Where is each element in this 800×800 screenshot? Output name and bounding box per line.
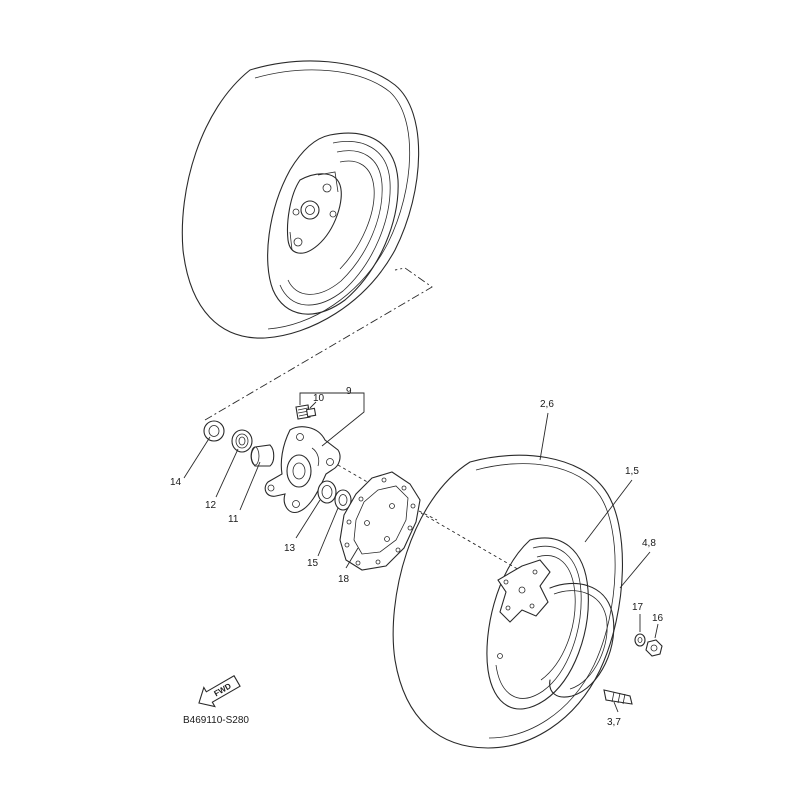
callout-10: 10 bbox=[313, 393, 325, 404]
lower-wheel-assembly bbox=[392, 454, 663, 749]
leader-lines bbox=[183, 392, 659, 713]
callout-labels: 14 12 11 10 9 13 15 18 2,6 1,5 4,8 17 16… bbox=[170, 386, 664, 728]
part-13-bearing bbox=[317, 480, 337, 504]
callout-17: 17 bbox=[632, 602, 644, 613]
part-18-brake-disc bbox=[339, 471, 421, 571]
callout-12: 12 bbox=[205, 500, 217, 511]
part-10-bolt bbox=[295, 404, 317, 420]
callout-2-6: 2,6 bbox=[540, 399, 554, 410]
callout-4-8: 4,8 bbox=[642, 538, 656, 549]
part-12-bearing bbox=[231, 429, 253, 453]
hub-parts bbox=[203, 404, 421, 571]
callout-9: 9 bbox=[346, 386, 352, 397]
part-14-oil-seal bbox=[203, 420, 225, 442]
callout-16: 16 bbox=[652, 613, 664, 624]
callout-14: 14 bbox=[170, 477, 182, 488]
callout-1-5: 1,5 bbox=[625, 466, 639, 477]
upper-wheel-assembly bbox=[181, 60, 420, 339]
callout-15: 15 bbox=[307, 558, 319, 569]
part-17-washer bbox=[634, 633, 646, 647]
part-15-oil-seal bbox=[334, 489, 352, 511]
part-15-wheel-rim bbox=[486, 537, 589, 710]
callout-11: 11 bbox=[228, 514, 239, 525]
part-11-spacer bbox=[250, 444, 275, 467]
part-9-front-hub bbox=[264, 426, 341, 514]
callout-13: 13 bbox=[284, 543, 296, 554]
part-37-tire-valve bbox=[603, 689, 633, 705]
part-48-rim-band bbox=[549, 582, 615, 698]
callout-3-7: 3,7 bbox=[607, 717, 621, 728]
part-26-tire bbox=[392, 454, 623, 749]
callout-18: 18 bbox=[338, 574, 350, 585]
diagram-code: B469110-S280 bbox=[183, 715, 249, 726]
fwd-arrow-icon: FWD bbox=[198, 675, 241, 708]
part-16-nut bbox=[645, 639, 663, 657]
